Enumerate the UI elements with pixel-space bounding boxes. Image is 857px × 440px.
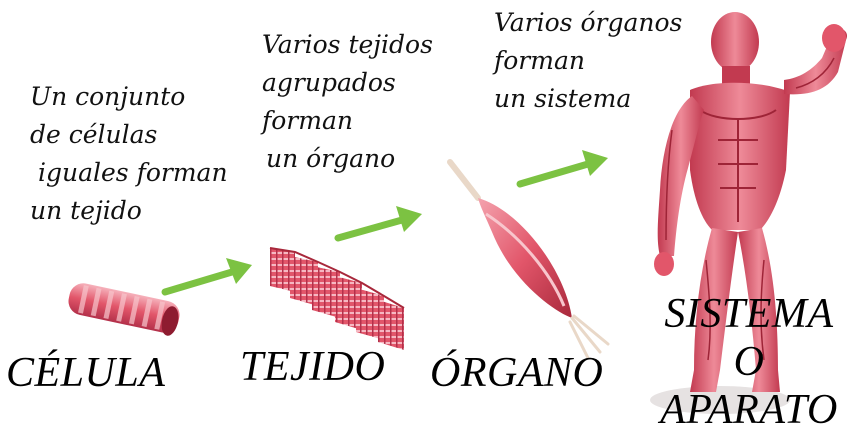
system-label-line-1: SISTEMA [664, 291, 834, 337]
arrow-organ-to-system [516, 150, 608, 188]
stage-label-tissue: TEJIDO [240, 342, 385, 392]
system-label-line-2: O [733, 339, 765, 385]
muscular-system-figure-icon [650, 12, 848, 414]
organ-label: ÓRGANO [430, 350, 604, 396]
cell-label: CÉLULA [6, 350, 166, 396]
tissue-label: TEJIDO [240, 344, 386, 390]
muscle-cell-icon [68, 283, 180, 336]
stage-label-system: SISTEMA O APARATO [646, 290, 852, 434]
step-2-line-4: un órgano [266, 144, 396, 173]
step-3-line-1: Varios órganos [494, 8, 683, 37]
step-1-line-4: un tejido [30, 196, 142, 225]
system-label-line-3: APARATO [660, 387, 838, 433]
muscle-tissue-icon [269, 247, 405, 350]
step-2-line-2: agrupados [262, 68, 396, 97]
step-2-description: Varios tejidos agrupados forman un órgan… [262, 26, 433, 178]
step-3-line-2: forman [494, 46, 585, 75]
step-3-description: Varios órganos forman un sistema [494, 4, 682, 118]
step-1-description: Un conjunto de células iguales forman un… [30, 78, 228, 230]
stage-label-cell: CÉLULA [6, 348, 165, 398]
muscle-organ-icon [447, 159, 610, 360]
arrow-tissue-to-organ [334, 206, 422, 242]
step-1-line-2: de células [30, 120, 158, 149]
step-1-line-1: Un conjunto [30, 82, 186, 111]
step-2-line-3: forman [262, 106, 353, 135]
step-3-line-3: un sistema [494, 84, 632, 113]
arrow-cell-to-tissue [161, 258, 252, 296]
step-2-line-1: Varios tejidos [262, 30, 433, 59]
stage-label-organ: ÓRGANO [430, 348, 603, 398]
step-1-line-3: iguales forman [38, 158, 228, 187]
